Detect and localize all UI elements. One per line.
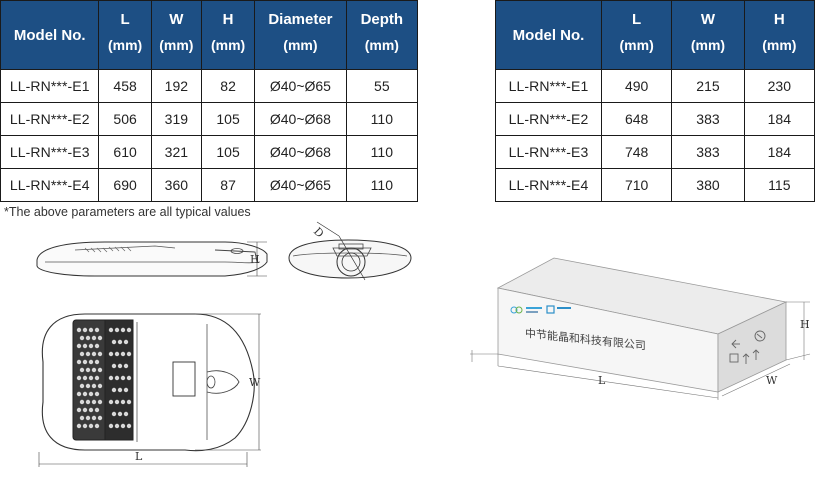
top-view-w-label: W (249, 376, 261, 389)
header-h: H(mm) (743, 0, 815, 70)
cell-h: 184 (743, 102, 815, 136)
packaging-symbols (729, 330, 766, 364)
cell-w: 383 (671, 102, 745, 136)
cell-l: 648 (600, 102, 673, 136)
cell-model: LL-RN***-E1 (0, 69, 100, 103)
header-w: W(mm) (150, 0, 202, 70)
cell-l: 458 (98, 69, 152, 103)
cell-depth: 55 (345, 69, 419, 103)
table-row: LL-RN***-E4 690 360 87 Ø40~Ø65 110 (0, 168, 419, 202)
cell-model: LL-RN***-E4 (495, 168, 602, 202)
cell-diameter: Ø40~Ø65 (254, 69, 347, 103)
cell-w: 321 (150, 135, 202, 169)
header-h: H(mm) (200, 0, 256, 70)
cell-w: 192 (150, 69, 202, 103)
cell-h: 82 (200, 69, 256, 103)
cell-h: 230 (743, 69, 815, 103)
header-model-no: Model No. (495, 0, 602, 70)
side-view-h-label: H (250, 253, 260, 266)
cell-diameter: Ø40~Ø68 (254, 135, 347, 169)
cell-h: 105 (200, 102, 256, 136)
box-h-label: H (800, 318, 810, 331)
table-header-row: Model No. L(mm) W(mm) H(mm) Diameter(mm)… (0, 0, 419, 70)
table-row: LL-RN***-E2 506 319 105 Ø40~Ø68 110 (0, 102, 419, 136)
top-view-l-label: L (135, 450, 143, 463)
table-row: LL-RN***-E3 610 321 105 Ø40~Ø68 110 (0, 135, 419, 169)
box-w-label: W (766, 374, 778, 387)
header-model-no: Model No. (0, 0, 100, 70)
side-view-drawing: H (36, 241, 268, 277)
table-row: LL-RN***-E1 458 192 82 Ø40~Ø65 55 (0, 69, 419, 103)
cell-l: 506 (98, 102, 152, 136)
end-view-drawing: D (288, 221, 412, 281)
dimensions-table-luminaire: Model No. L(mm) W(mm) H(mm) Diameter(mm)… (0, 0, 419, 202)
cell-w: 383 (671, 135, 745, 169)
cell-model: LL-RN***-E2 (0, 102, 100, 136)
cell-l: 710 (600, 168, 673, 202)
cell-l: 610 (98, 135, 152, 169)
footnote: *The above parameters are all typical va… (4, 205, 251, 219)
table-row: LL-RN***-E3 748 383 184 (495, 135, 815, 169)
company-logo (510, 305, 571, 314)
dimensions-table-package: Model No. L(mm) W(mm) H(mm) LL-RN***-E1 … (495, 0, 815, 202)
cell-w: 319 (150, 102, 202, 136)
header-w: W(mm) (671, 0, 745, 70)
cell-w: 360 (150, 168, 202, 202)
cell-l: 748 (600, 135, 673, 169)
table-row: LL-RN***-E2 648 383 184 (495, 102, 815, 136)
end-view-d-label: D (311, 225, 327, 241)
cell-h: 115 (743, 168, 815, 202)
box-l-label: L (598, 374, 606, 387)
cell-diameter: Ø40~Ø65 (254, 168, 347, 202)
cell-model: LL-RN***-E2 (495, 102, 602, 136)
table-row: LL-RN***-E1 490 215 230 (495, 69, 815, 103)
cell-depth: 110 (345, 135, 419, 169)
cell-depth: 110 (345, 168, 419, 202)
cell-h: 87 (200, 168, 256, 202)
package-box-drawing: 中节能晶和科技有限公司 L W H (470, 257, 811, 400)
cell-model: LL-RN***-E3 (0, 135, 100, 169)
top-view-drawing: W L (38, 313, 261, 467)
header-diameter: Diameter(mm) (254, 0, 347, 70)
table-row: LL-RN***-E4 710 380 115 (495, 168, 815, 202)
cell-diameter: Ø40~Ø68 (254, 102, 347, 136)
table-header-row: Model No. L(mm) W(mm) H(mm) (495, 0, 815, 70)
cell-w: 380 (671, 168, 745, 202)
cell-w: 215 (671, 69, 745, 103)
cell-depth: 110 (345, 102, 419, 136)
header-depth: Depth(mm) (345, 0, 419, 70)
cell-h: 184 (743, 135, 815, 169)
cell-model: LL-RN***-E1 (495, 69, 602, 103)
cell-l: 690 (98, 168, 152, 202)
header-l: L(mm) (98, 0, 152, 70)
header-l: L(mm) (600, 0, 673, 70)
cell-h: 105 (200, 135, 256, 169)
cell-model: LL-RN***-E3 (495, 135, 602, 169)
cell-l: 490 (600, 69, 673, 103)
cell-model: LL-RN***-E4 (0, 168, 100, 202)
